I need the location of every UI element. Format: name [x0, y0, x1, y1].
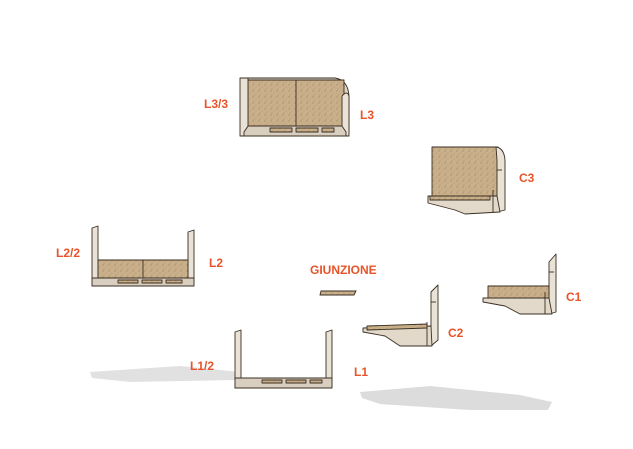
label-l3: L3 — [360, 108, 375, 122]
label-c3: C3 — [519, 171, 535, 185]
label-l2-2: L2/2 — [56, 246, 81, 260]
part-c1 — [482, 253, 557, 315]
part-l1 — [234, 329, 333, 389]
part-l3 — [239, 77, 350, 137]
part-l2 — [91, 225, 195, 287]
label-c2: C2 — [448, 326, 464, 340]
part-c3 — [427, 146, 506, 215]
label-l1: L1 — [354, 365, 369, 379]
label-c1: C1 — [566, 290, 582, 304]
label-giunzione: GIUNZIONE — [310, 263, 377, 277]
label-l2: L2 — [209, 256, 224, 270]
part-c2 — [362, 284, 439, 347]
label-l3-3: L3/3 — [204, 97, 229, 111]
floor-shadow-left — [90, 366, 240, 382]
part-giunzione — [319, 290, 357, 296]
floor-shadow-right — [360, 386, 552, 410]
label-l1-2: L1/2 — [190, 359, 215, 373]
